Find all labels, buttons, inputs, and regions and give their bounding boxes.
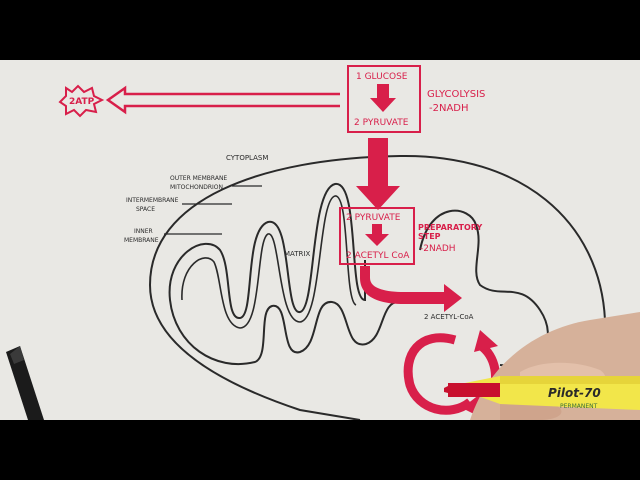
outer-membrane-outline — [149, 154, 609, 420]
preparatory-step-label: STEP — [418, 232, 441, 241]
preparatory-box — [339, 207, 415, 265]
preparatory-nadh-label: -2NADH — [420, 244, 456, 254]
marker-brand-label: Pilot-70 — [548, 386, 601, 400]
glucose-box — [347, 65, 421, 133]
diagram-canvas: Pilot-70 PERMANENT 2ATP 1 GLUCOSE 2 PYRU… — [6, 65, 640, 420]
inner-membrane-inner-line — [181, 195, 357, 329]
whiteboard-paper: Pilot-70 PERMANENT 2ATP 1 GLUCOSE 2 PYRU… — [0, 60, 640, 420]
pyruvate-box-label: 2 PYRUVATE — [346, 213, 401, 223]
acetyl-curve-arrow — [360, 266, 462, 312]
acetyl-below-label: 2 ACETYL-CoA — [424, 313, 474, 321]
letterbox-bottom — [0, 420, 640, 480]
marker-pen-icon — [444, 376, 640, 410]
pyruvate-top-label: 2 PYRUVATE — [354, 118, 409, 128]
cytoplasm-label: CYTOPLASM — [226, 154, 268, 162]
krebs-arrowhead — [474, 330, 498, 352]
marker-permanent-label: PERMANENT — [560, 403, 598, 410]
letterbox-top — [0, 0, 640, 60]
glucose-to-pyruvate-arrow — [370, 84, 396, 112]
atp-arrow — [105, 85, 340, 115]
atp-label: 2ATP — [69, 97, 95, 107]
inner-membrane-outline — [168, 183, 549, 367]
matrix-label: MATRIX — [284, 250, 310, 258]
intermembrane-label-2: SPACE — [136, 206, 155, 213]
glycolysis-nadh-label: -2NADH — [429, 103, 469, 114]
inner-membrane-label: INNER — [134, 228, 153, 235]
black-pen-icon — [6, 346, 44, 420]
outer-membrane-label: OUTER MEMBRANE — [170, 175, 227, 182]
glycolysis-label: GLYCOLYSIS — [427, 89, 485, 100]
glucose-label: 1 GLUCOSE — [356, 72, 408, 82]
pyruvate-to-acetyl-arrow — [365, 224, 389, 246]
outer-membrane-label-2: MITOCHONDRION — [170, 184, 223, 191]
inner-membrane-label-2: MEMBRANE — [124, 237, 159, 244]
intermembrane-label: INTERMEMBRANE — [126, 197, 179, 204]
glycolysis-to-prep-arrow — [356, 138, 400, 210]
atp-burst-icon — [58, 84, 105, 118]
acetyl-box-label: 2 ACETYL CoA — [346, 251, 410, 261]
preparatory-label: PREPARATORY — [418, 223, 483, 232]
